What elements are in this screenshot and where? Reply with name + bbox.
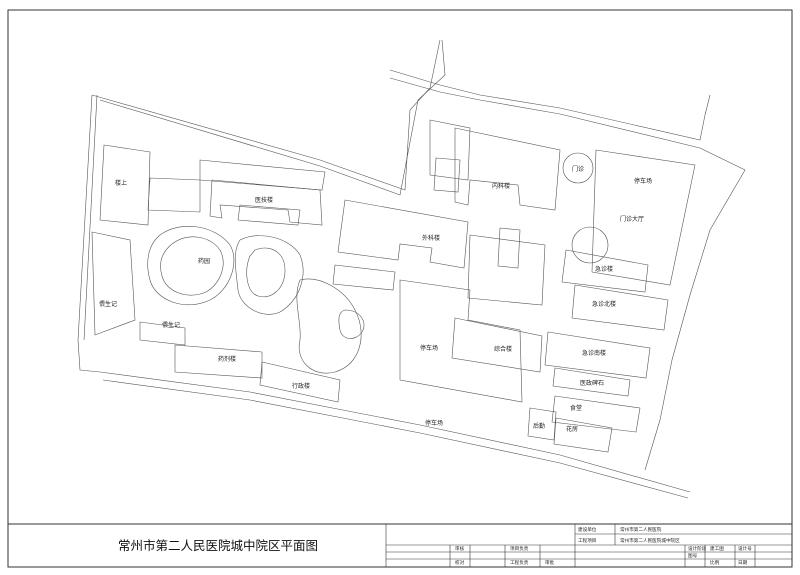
tb-riqi: 日期 [738, 560, 748, 566]
tb-jianshe-value: 常州市第二人民医院 [620, 526, 662, 533]
tb-shenpi: 审批 [545, 559, 555, 566]
tb-xiangmu: 项目负责 [510, 545, 529, 552]
label-kucun: 门诊大厅 [620, 215, 644, 223]
tb-gongchengfuze: 工程负责 [510, 559, 529, 566]
label-hua-fang: 花房 [566, 425, 578, 433]
building-labels: 楼上 医技楼 内科楼 外科楼 药园 偎生记 偎生记 药剂楼 行政楼 停车场 停车… [99, 165, 652, 433]
label-ji-zhen-lou: 急诊楼 [595, 265, 613, 273]
label-wei-sheng-ji: 偎生记 [162, 321, 180, 329]
site-plan [77, 39, 746, 499]
label-ji-zhen-nan: 急诊南楼 [582, 349, 606, 357]
label-garden: 药园 [198, 257, 210, 265]
tb-jianzhu-gong: 建工图 [710, 545, 724, 552]
label-men-zhen: 门诊 [572, 165, 584, 173]
label-nei-ke-lou: 内科楼 [492, 182, 510, 190]
label-xing-zheng-lou: 行政楼 [292, 382, 310, 390]
title-block-text: 建设单位 常州市第二人民医院 工程项目 常州市第二人民医院城中院区 审核 校对 … [455, 526, 752, 566]
label-wai-ke-lou: 外科楼 [422, 234, 440, 242]
tb-shenhe: 审核 [455, 545, 465, 552]
label-lou-shang: 楼上 [115, 179, 127, 187]
label-yao-ji-lou: 药剂楼 [218, 355, 236, 363]
tb-tuhao: 图号 [688, 553, 698, 559]
tb-gongcheng-label: 工程项目 [578, 537, 596, 544]
tb-jianshe-label: 建设单位 [578, 526, 597, 533]
drawing-title: 常州市第二人民医院城中院区平面图 [118, 538, 318, 553]
tb-bili: 比例 [710, 559, 720, 566]
label-yi-wu-bei: 医政碑石 [580, 379, 604, 387]
title-block [385, 524, 792, 567]
tb-sheji-jieduan: 设计阶段 [688, 545, 707, 552]
label-zong-he-lou: 综合楼 [494, 345, 512, 353]
label-parking-south: 停车场 [425, 419, 443, 427]
label-yang-sheng-ji: 偎生记 [99, 300, 117, 308]
tb-sheji-hao: 设计号 [738, 545, 752, 552]
label-parking-center: 停车场 [420, 344, 438, 352]
label-parking-ne: 停车场 [634, 177, 652, 185]
outer-frame [7, 9, 793, 568]
label-yi-ji-lou: 医技楼 [255, 196, 273, 204]
label-ji-zhen-bei: 急诊北楼 [592, 300, 616, 308]
label-shi-tang: 食堂 [570, 404, 582, 412]
tb-gongcheng-value: 常州市第二人民医院城中院区 [620, 537, 680, 544]
tb-jiaodui: 校对 [455, 559, 465, 566]
label-hou-qin: 后勤 [533, 422, 545, 430]
